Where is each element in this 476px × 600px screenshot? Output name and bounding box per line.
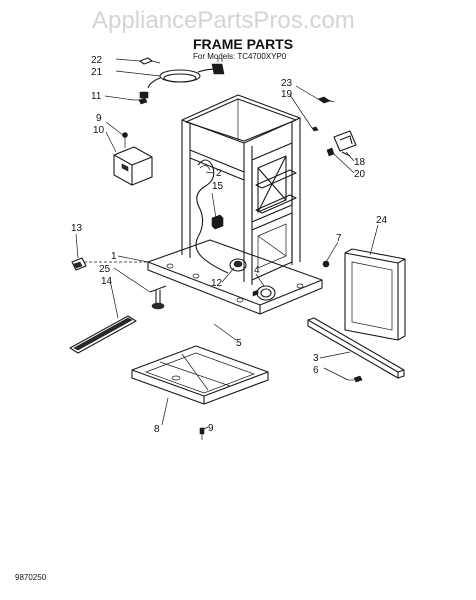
watermark: AppliancePartsPros.com (92, 7, 355, 34)
part-13-clip (71, 257, 87, 271)
callout-8: 8 (154, 424, 160, 435)
part-3-rail (307, 317, 405, 379)
callout-21: 21 (91, 67, 103, 78)
callout-3: 3 (313, 353, 319, 364)
part-18-latch-bracket (326, 130, 357, 157)
callout-11: 11 (91, 91, 102, 102)
callout-15: 15 (212, 181, 224, 192)
part-10-bracket (113, 132, 153, 186)
part-24-side-panel (344, 248, 406, 341)
part-19-screw (311, 126, 319, 132)
callout-1: 1 (111, 251, 117, 262)
part-6-screw (348, 375, 363, 383)
page-title: FRAME PARTS (193, 36, 293, 52)
callout-7: 7 (336, 233, 342, 244)
callout-4: 4 (254, 265, 260, 276)
callout-6: 6 (313, 365, 319, 376)
leader-lines (75, 58, 379, 431)
part-7-screw (322, 260, 330, 268)
part-22-connector (139, 57, 161, 65)
part-8-bottom-tray (131, 345, 269, 405)
callout-20: 20 (354, 169, 366, 180)
callout-10: 10 (93, 125, 105, 136)
callout-19: 19 (281, 89, 293, 100)
model-subtitle: For Models: TC4700XYP0 (193, 52, 287, 61)
callout-22: 22 (91, 55, 103, 66)
callout-2: 2 (216, 168, 222, 179)
callout-23: 23 (281, 78, 293, 89)
part-21-power-cord (139, 58, 225, 99)
callout-25: 25 (99, 264, 111, 275)
part-23-screw (317, 96, 335, 104)
callout-18: 18 (354, 157, 366, 168)
part-14-strip (69, 315, 137, 354)
callout-12: 12 (211, 278, 223, 289)
part-25-leveling-leg (149, 285, 167, 310)
cabinet-frame (147, 94, 323, 315)
callout-9-bottom: 9 (208, 423, 214, 434)
document-number: 9870250 (15, 573, 47, 582)
callout-9: 9 (96, 113, 102, 124)
part-11-screw (134, 97, 148, 105)
callout-24: 24 (376, 215, 388, 226)
callout-13: 13 (71, 223, 83, 234)
callout-14: 14 (101, 276, 113, 287)
callout-5: 5 (236, 338, 242, 349)
